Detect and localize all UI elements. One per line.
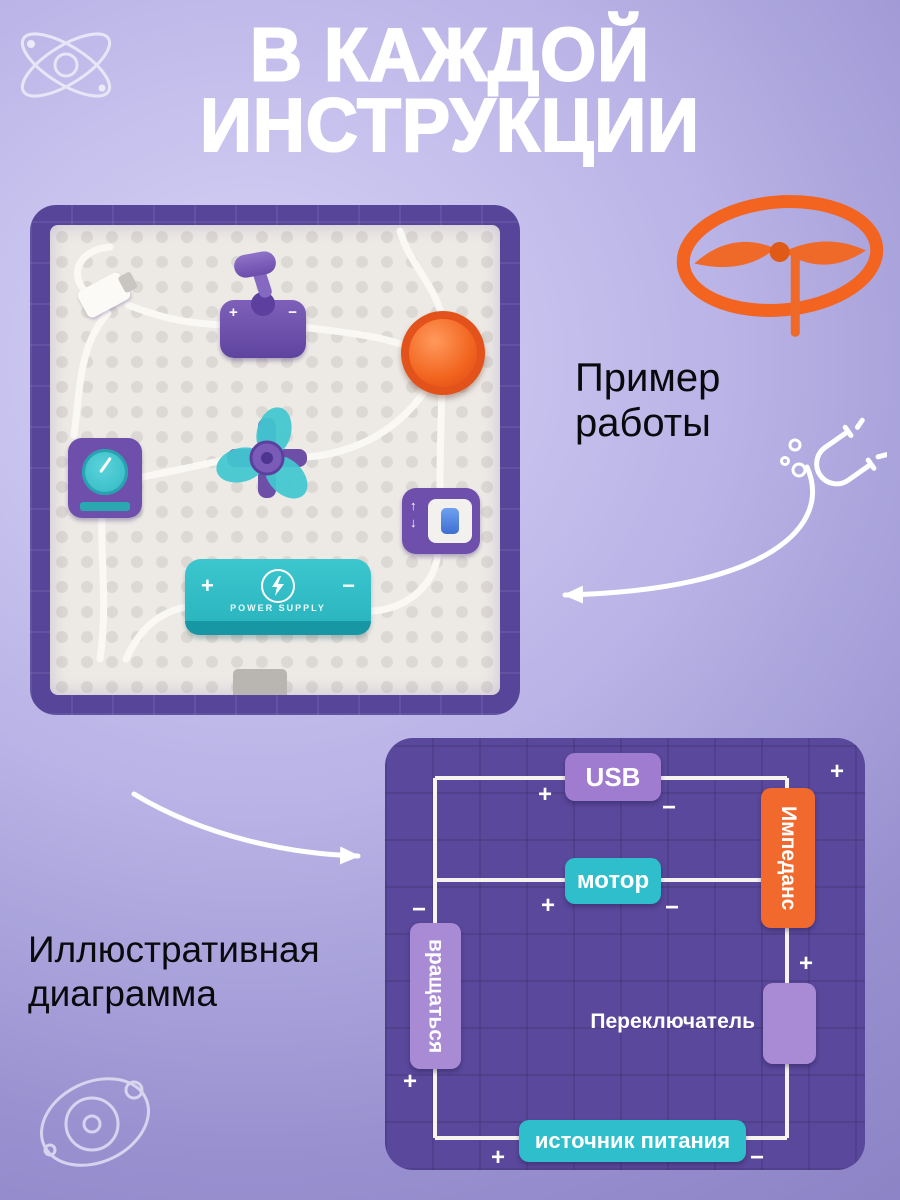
plus-mark: + (229, 304, 238, 321)
polarity-plus: + (402, 1068, 418, 1095)
diagram-node-switch (763, 983, 816, 1064)
propeller-toy (676, 195, 884, 337)
orbit-icon (40, 1077, 150, 1167)
meter-component (68, 438, 142, 518)
fan-blades (216, 407, 308, 499)
diagram-callout-line-2: диаграмма (28, 973, 217, 1014)
example-callout-line-2: работы (575, 401, 711, 445)
polarity-minus: − (661, 794, 677, 821)
pegboard: + − (50, 225, 500, 695)
impedance-label: Импеданс (777, 805, 800, 911)
title-line-1: В КАЖДОЙ (249, 13, 651, 98)
minus-mark: − (342, 573, 355, 598)
fan-component (212, 403, 322, 513)
power-supply-terminals: + − (185, 569, 371, 603)
polarity-plus: + (829, 758, 845, 785)
title-line-2: ИНСТРУКЦИИ (199, 83, 700, 168)
diagram-node-usb: USB (565, 753, 661, 801)
orange-button-component (401, 311, 485, 395)
diagram-callout-line-1: Иллюстративная (28, 929, 320, 970)
arrow-to-board (562, 464, 815, 604)
arrow-to-diagram (131, 791, 361, 865)
polarity-plus: + (490, 1144, 506, 1170)
diagram-switch-label: Переключатель (590, 1010, 755, 1033)
power-source-label: источник питания (534, 1128, 731, 1153)
example-callout-line-1: Пример (575, 356, 721, 400)
polarity-minus: − (411, 896, 427, 923)
polarity-minus: − (749, 1144, 765, 1170)
power-supply-component: + − POWER SUPPLY (185, 559, 371, 635)
rotate-label: вращаться (424, 938, 448, 1054)
power-supply-label: POWER SUPPLY (230, 603, 326, 613)
meter-label-strip (80, 502, 130, 511)
connector-tab (233, 669, 287, 695)
lightning-bolt-icon (261, 569, 295, 603)
circuit-diagram-panel: USB Импеданс мотор вращаться Переключате… (385, 738, 865, 1170)
arrow-up-icon: ↑ (410, 498, 417, 513)
polarity-plus: + (540, 892, 556, 919)
polarity-plus: + (798, 950, 814, 977)
diagram-callout: Иллюстративная диаграмма (28, 928, 320, 1016)
polarity-plus: + (537, 781, 553, 808)
page-title: В КАЖДОЙ ИНСТРУКЦИИ (0, 13, 900, 168)
motor-label: мотор (576, 867, 650, 894)
plus-mark: + (201, 573, 214, 598)
polarity-minus: − (664, 894, 680, 921)
usb-label: USB (585, 761, 641, 792)
switch-face (428, 499, 472, 543)
switch-toggle (441, 508, 459, 534)
minus-mark: − (288, 304, 297, 321)
switch-component: ↑ ↓ (402, 488, 480, 554)
circuit-board-photo: + − (30, 205, 520, 715)
example-callout: Пример работы (575, 356, 720, 446)
switch-direction-arrows: ↑ ↓ (410, 497, 417, 531)
lever-switch-component: + − (220, 249, 306, 358)
diagram-node-rotate: вращаться (410, 923, 461, 1069)
atom-icon (20, 32, 112, 98)
diagram-node-impedance: Импеданс (761, 788, 815, 928)
meter-dial (82, 449, 128, 495)
diagram-node-power-source: источник питания (519, 1120, 746, 1162)
magnet-icon (780, 417, 887, 487)
diagram-node-motor: мотор (565, 858, 661, 904)
arrow-down-icon: ↓ (410, 515, 417, 530)
